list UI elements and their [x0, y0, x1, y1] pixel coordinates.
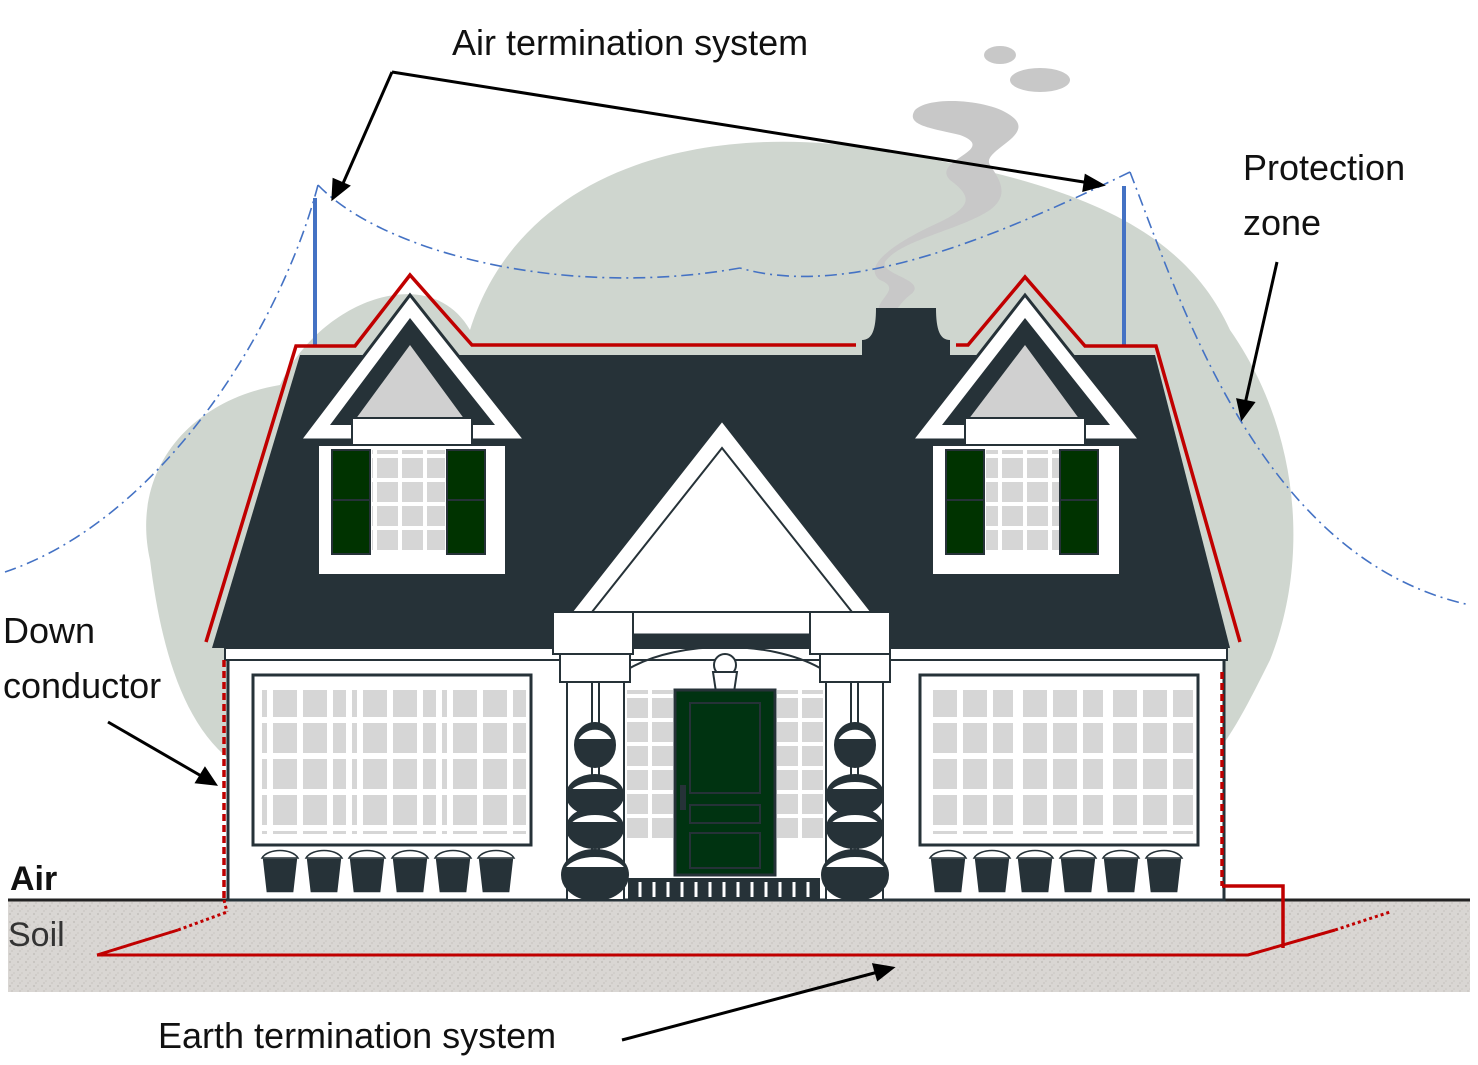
down-conductor	[1222, 884, 1285, 948]
topiary-icon	[821, 722, 889, 901]
front-gable	[549, 417, 894, 669]
label-air: Air	[10, 860, 57, 898]
shutter	[1059, 449, 1099, 555]
smoke-icon	[874, 46, 1070, 320]
protection-zone-arcs	[4, 171, 1471, 606]
label-protection-zone-2: zone	[1243, 202, 1321, 243]
house	[212, 292, 1230, 902]
roof-conductor	[204, 272, 1242, 643]
window-right	[918, 673, 1200, 847]
earth-conductor	[96, 899, 1391, 957]
shutter	[945, 449, 985, 555]
topiary-icon	[561, 722, 629, 901]
label-soil: Soil	[8, 916, 65, 954]
label-protection-zone-1: Protection	[1243, 147, 1405, 188]
label-earth-termination: Earth termination system	[158, 1015, 556, 1056]
label-air-termination: Air termination system	[452, 22, 808, 63]
front-door	[673, 688, 777, 877]
planter-icon	[928, 849, 1184, 894]
down-conductor	[222, 660, 1224, 900]
dormer-left	[296, 292, 529, 576]
door-mat	[628, 878, 820, 900]
callout-arrows	[107, 70, 1279, 1042]
window-left	[251, 673, 533, 847]
dormer-right	[908, 292, 1144, 576]
shutter	[446, 449, 486, 555]
label-down-conductor-1: Down	[3, 610, 95, 651]
chimney-icon	[862, 308, 950, 358]
label-down-conductor-2: conductor	[3, 665, 161, 706]
planter-icon	[260, 849, 516, 894]
shutter	[331, 449, 371, 555]
lantern-icon	[711, 653, 739, 693]
soil-layer	[8, 900, 1470, 992]
